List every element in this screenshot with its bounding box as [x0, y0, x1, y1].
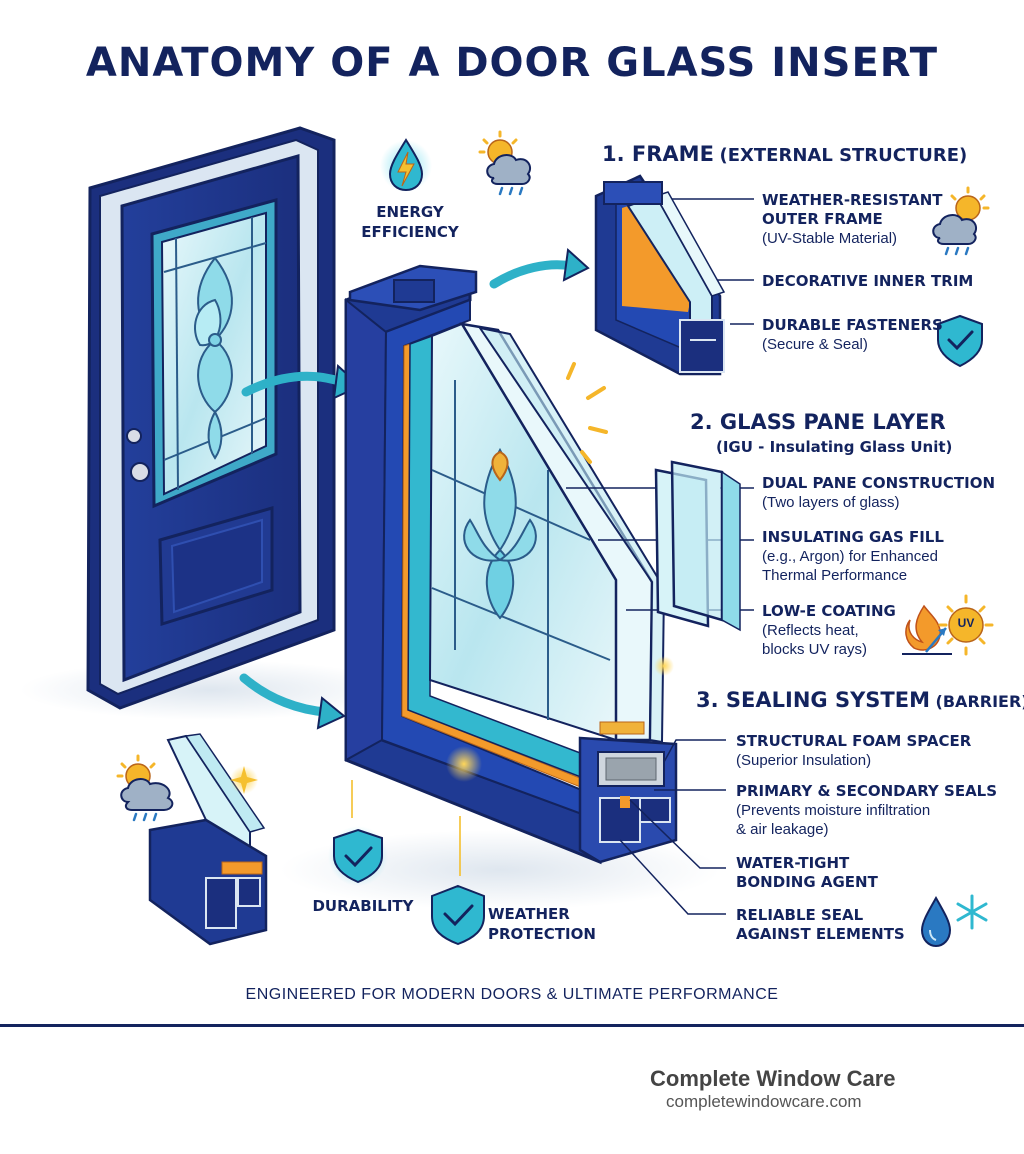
- item-title: AGAINST ELEMENTS: [736, 925, 905, 943]
- benefit-energy-efficiency: ENERGY EFFICIENCY: [360, 202, 460, 242]
- item-desc: (Secure & Seal): [762, 336, 868, 353]
- door-illustration: [86, 126, 336, 710]
- glass-item-low-e: LOW-E COATING (Reflects heat, blocks UV …: [762, 602, 902, 659]
- frame-item-inner-trim: DECORATIVE INNER TRIM: [762, 272, 1012, 291]
- item-title: DURABLE FASTENERS: [762, 316, 943, 334]
- item-title: BONDING AGENT: [736, 873, 878, 891]
- item-title: INSULATING GAS FILL: [762, 528, 944, 546]
- sun-cloud-rain-icon: [478, 130, 532, 196]
- snowflake-icon: [956, 894, 988, 930]
- item-desc: & air leakage): [736, 821, 829, 838]
- benefit-durability: DURABILITY: [312, 897, 414, 915]
- glass-item-gas-fill: INSULATING GAS FILL (e.g., Argon) for En…: [762, 528, 1012, 585]
- section-sealing-heading: 3. SEALING SYSTEM (BARRIER): [696, 688, 1024, 712]
- uv-badge-label: UV: [957, 616, 975, 630]
- item-title: STRUCTURAL FOAM SPACER: [736, 732, 972, 750]
- item-title: DECORATIVE INNER TRIM: [762, 272, 974, 290]
- item-title: LOW-E COATING: [762, 602, 896, 620]
- sealing-item-seals: PRIMARY & SECONDARY SEALS (Prevents mois…: [736, 782, 1016, 839]
- sealing-item-foam-spacer: STRUCTURAL FOAM SPACER (Superior Insulat…: [736, 732, 1006, 770]
- benefit-label-line: ENERGY: [376, 203, 444, 221]
- section-subtitle: (BARRIER): [935, 692, 1024, 711]
- main-cross-section: [344, 264, 678, 865]
- item-desc: (Superior Insulation): [736, 752, 872, 769]
- section-frame-heading: 1. FRAME (EXTERNAL STRUCTURE): [602, 142, 967, 166]
- sun-cloud-rain-icon: [116, 754, 174, 822]
- section-glass-subtitle: (IGU - Insulating Glass Unit): [716, 438, 953, 456]
- sun-cloud-rain-icon: [932, 186, 990, 256]
- item-title: PRIMARY & SECONDARY SEALS: [736, 782, 998, 800]
- energy-drop-icon: [380, 138, 432, 192]
- uv-sun-icon: [938, 594, 994, 656]
- water-drop-icon: [920, 895, 952, 948]
- benefit-label-line: PROTECTION: [488, 925, 596, 943]
- item-title: DUAL PANE CONSTRUCTION: [762, 474, 996, 492]
- benefit-label-line: WEATHER: [488, 905, 570, 923]
- item-title: WEATHER-RESISTANT: [762, 191, 943, 209]
- section-number: 3. SEALING SYSTEM: [696, 688, 930, 712]
- frame-item-outer-frame: WEATHER-RESISTANT OUTER FRAME (UV-Stable…: [762, 191, 952, 248]
- item-title: RELIABLE SEAL: [736, 906, 864, 924]
- tagline: ENGINEERED FOR MODERN DOORS & ULTIMATE P…: [245, 986, 779, 1003]
- sparkle-icon: [230, 766, 258, 794]
- small-corner-section: [148, 733, 268, 946]
- frame-detail: [594, 174, 726, 376]
- brand-name: Complete Window Care: [650, 1066, 896, 1091]
- item-title: WATER-TIGHT: [736, 854, 850, 872]
- item-desc: (UV-Stable Material): [762, 230, 898, 247]
- section-subtitle: (EXTERNAL STRUCTURE): [719, 145, 968, 166]
- brand-url[interactable]: completewindowcare.com: [666, 1092, 862, 1111]
- sealing-item-reliable-seal: RELIABLE SEAL AGAINST ELEMENTS: [736, 906, 916, 944]
- item-desc: (Reflects heat,: [762, 622, 859, 639]
- item-desc: Thermal Performance: [762, 567, 908, 584]
- glass-item-dual-pane: DUAL PANE CONSTRUCTION (Two layers of gl…: [762, 474, 1012, 512]
- section-glass-heading: 2. GLASS PANE LAYER: [690, 410, 946, 434]
- shield-check-icon: [937, 314, 983, 368]
- footer-divider: [0, 1024, 1024, 1027]
- benefit-label-line: EFFICIENCY: [361, 223, 459, 241]
- item-title: OUTER FRAME: [762, 210, 883, 228]
- flame-icon: [902, 604, 952, 655]
- item-desc: blocks UV rays): [762, 641, 868, 658]
- item-desc: (Prevents moisture infiltration: [736, 802, 931, 819]
- item-desc: (Two layers of glass): [762, 494, 900, 511]
- frame-item-fasteners: DURABLE FASTENERS (Secure & Seal): [762, 316, 952, 354]
- shield-check-icon: [431, 884, 485, 946]
- sealing-item-bonding: WATER-TIGHT BONDING AGENT: [736, 854, 936, 892]
- page-title: ANATOMY OF A DOOR GLASS INSERT: [85, 40, 939, 86]
- dual-pane-illustration: [654, 460, 741, 632]
- section-number: 1. FRAME: [602, 142, 714, 166]
- benefit-weather-protection: WEATHER PROTECTION: [488, 904, 596, 944]
- item-desc: (e.g., Argon) for Enhanced: [762, 548, 938, 565]
- shield-check-icon: [328, 826, 388, 886]
